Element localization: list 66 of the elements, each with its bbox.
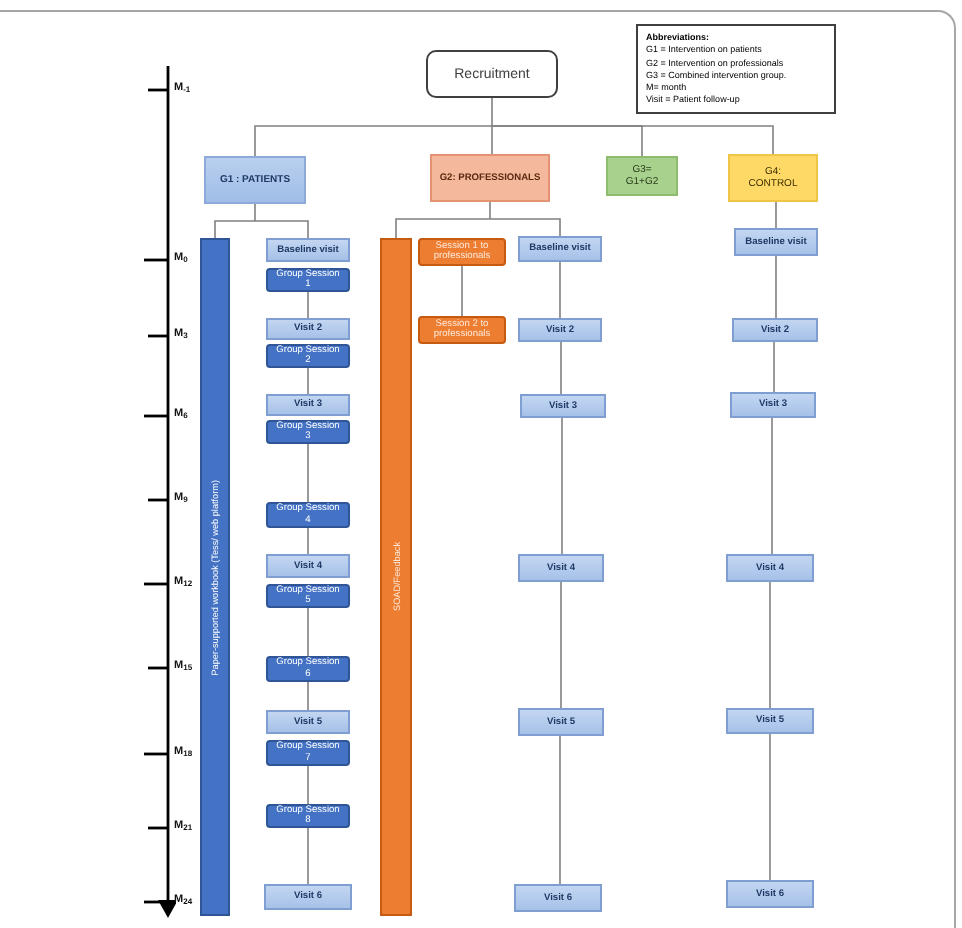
connector-line (307, 527, 309, 555)
session-box (418, 316, 506, 344)
connector-line (214, 220, 256, 239)
session-box (266, 420, 350, 444)
connector-line (489, 218, 561, 237)
connector-line (559, 735, 561, 885)
session-box (266, 656, 350, 682)
intervention-bar (380, 238, 412, 916)
connector-line (307, 367, 309, 395)
visit-box (264, 884, 352, 910)
connector-line (491, 125, 774, 155)
visit-box (520, 394, 606, 418)
visit-box (730, 392, 816, 418)
connector-line (395, 218, 491, 239)
connector-line (560, 581, 562, 709)
session-box (266, 804, 350, 828)
session-box (266, 344, 350, 368)
connector-line (560, 341, 562, 395)
connector-line (491, 97, 493, 127)
connector-line (307, 607, 309, 657)
connector-line (559, 261, 561, 319)
start-box (426, 50, 558, 98)
visit-box (734, 228, 818, 256)
visit-box (266, 238, 350, 262)
intervention-bar (200, 238, 230, 916)
connector-line (254, 125, 493, 157)
connector-line (771, 417, 773, 555)
group-box (728, 154, 818, 202)
connector-line (769, 581, 771, 709)
connector-line (307, 765, 309, 805)
visit-box (726, 554, 814, 582)
connector-line (307, 443, 309, 503)
connector-line (254, 203, 256, 222)
session-box (418, 238, 506, 266)
session-box (266, 740, 350, 766)
connector-line (307, 827, 309, 885)
visit-box (726, 880, 814, 908)
visit-box (266, 318, 350, 340)
connector-line (769, 733, 771, 881)
connector-line (775, 201, 777, 229)
connector-line (773, 341, 775, 393)
visit-box (518, 708, 604, 736)
connector-line (775, 255, 777, 319)
visit-box (266, 554, 350, 578)
visit-box (266, 394, 350, 416)
visit-box (726, 708, 814, 734)
abbreviations-box (636, 24, 836, 114)
connector-line (489, 201, 491, 220)
session-box (266, 268, 350, 292)
visit-box (266, 710, 350, 734)
session-box (266, 502, 350, 528)
group-box (204, 156, 306, 204)
visit-box (514, 884, 602, 912)
session-box (266, 584, 350, 608)
connector-line (561, 417, 563, 555)
connector-line (307, 291, 309, 319)
visit-box (518, 554, 604, 582)
visit-box (518, 318, 602, 342)
group-box (606, 156, 678, 196)
connector-line (461, 265, 463, 317)
visit-box (732, 318, 818, 342)
connector-line (491, 125, 493, 155)
group-box (430, 154, 550, 202)
visit-box (518, 236, 602, 262)
connector-line (254, 220, 309, 239)
connector-line (307, 681, 309, 711)
